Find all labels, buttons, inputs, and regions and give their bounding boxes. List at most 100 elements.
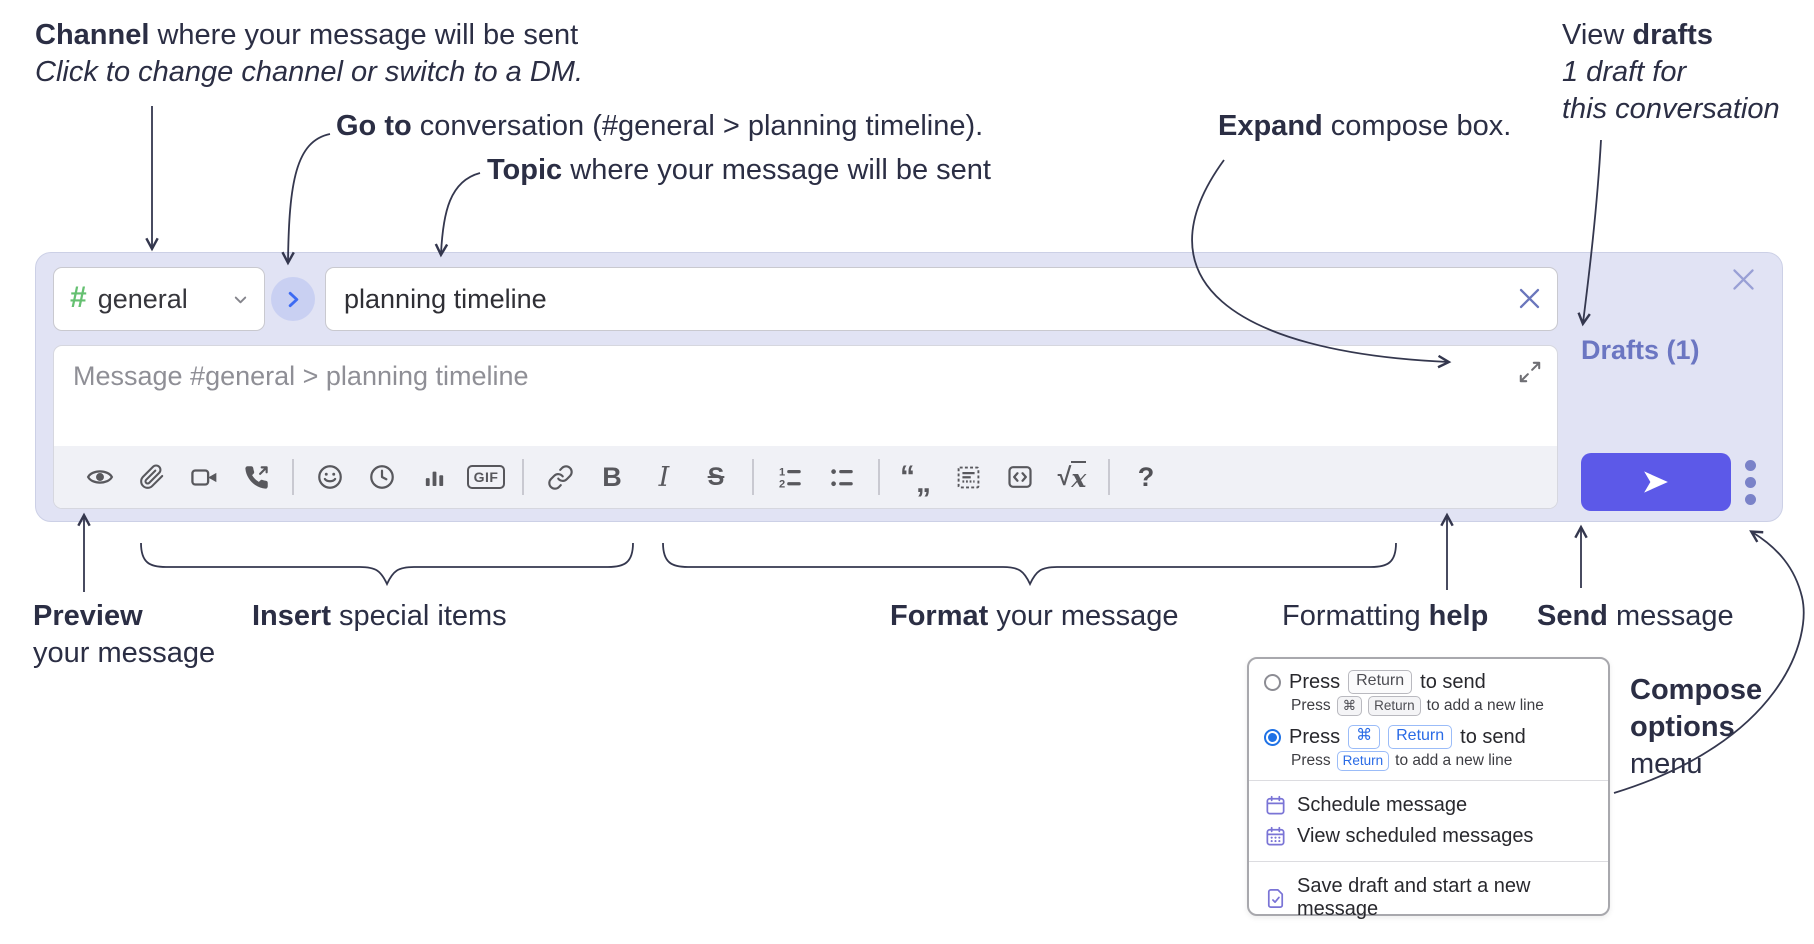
clock-icon [370,465,394,489]
calendar-grid-icon [1266,826,1285,846]
message-box: GIF B I S 12 “„ [53,345,1558,509]
drafts-link[interactable]: Drafts (1) [1581,335,1700,365]
option-enter-to-send-subtext: Press ⌘ Return to add a new line [1249,694,1608,716]
expand-compose-icon[interactable] [1517,359,1543,385]
svg-text:1: 1 [779,466,785,478]
formatting-help-caption: Formatting help [1282,598,1488,635]
toolbar-divider [292,459,294,495]
bold-button[interactable]: B [602,461,622,492]
insert-brace [140,542,634,587]
option-enter-to-send[interactable]: Press Return to send [1249,670,1608,694]
video-camera-icon [190,468,216,486]
goto-annotation-bold: Go to [336,110,412,142]
channel-name: general [97,283,188,314]
italic-button[interactable]: I [658,461,670,493]
return-key: Return [1388,725,1453,749]
compose-options-line3: menu [1630,748,1703,780]
spoiler-button[interactable] [948,455,988,499]
smiley-icon [318,465,342,489]
ellipsis-dot [1744,493,1756,505]
menu-item-label: Schedule message [1297,794,1468,816]
topic-input[interactable] [326,268,1557,330]
quote-icon-low: „ [916,466,932,499]
compose-options-line2: options [1630,711,1735,743]
clear-topic-icon[interactable] [1516,285,1543,312]
emoji-button[interactable] [310,455,350,499]
poll-button[interactable] [414,455,454,499]
option-cmd-enter-to-send[interactable]: Press ⌘ Return to send [1249,725,1608,749]
menu-item-save-draft[interactable]: Save draft and start a new message [1249,871,1608,925]
format-brace [662,542,1397,587]
view-drafts-line2: 1 draft for [1562,56,1687,88]
preview-message-button[interactable] [80,455,120,499]
view-drafts-pre: View [1562,19,1633,51]
spoiler-icon [957,466,979,488]
code-icon [1008,466,1032,488]
topic-field [325,267,1558,331]
go-to-conversation-button[interactable] [271,277,315,321]
formatting-help-bold: help [1428,600,1489,632]
topic-annotation-rest: where your message will be sent [562,154,991,186]
gif-icon: GIF [466,465,506,489]
time-button[interactable] [362,455,402,499]
menu-item-schedule-message[interactable]: Schedule message [1249,790,1608,821]
expand-annotation-bold: Expand [1218,110,1323,142]
bulleted-list-button[interactable] [822,455,862,499]
opt1-sub-post: to add a new line [1426,697,1544,714]
channel-selector[interactable]: # general [53,267,265,331]
opt1-pre: Press [1289,670,1341,693]
chevron-down-icon [231,290,250,309]
option-cmd-enter-subtext: Press Return to add a new line [1249,749,1608,771]
link-icon [547,464,573,490]
formatting-help-button[interactable]: ? [1137,461,1155,492]
bar-chart-icon [425,471,443,486]
compose-options-menu-button[interactable] [1730,455,1770,509]
channel-annotation-bold: Channel [35,19,150,51]
preview-caption: Preview your message [33,598,215,672]
opt1-sub-pre: Press [1291,697,1331,714]
ellipsis-dot [1744,459,1756,471]
sqrt-icon: √ [1057,462,1072,491]
menu-item-label: Save draft and start a new message [1297,875,1531,920]
radio-unselected-icon[interactable] [1264,673,1281,691]
draft-check-icon [1267,888,1284,908]
strikethrough-button[interactable]: S [707,462,725,491]
close-compose-icon[interactable] [1729,265,1758,294]
channel-hash-icon: # [70,281,87,314]
opt1-post: to send [1420,670,1486,693]
opt2-pre: Press [1289,725,1341,748]
radio-selected-icon[interactable] [1264,728,1281,746]
insert-caption: Insert special items [252,598,507,635]
goto-annotation-rest: conversation (#general > planning timeli… [411,110,984,142]
send-icon [1644,471,1668,493]
attach-file-button[interactable] [132,455,172,499]
channel-annotation: Channel where your message will be sent … [35,17,583,91]
expand-annotation-rest: compose box. [1322,110,1512,142]
format-caption-rest: your message [988,600,1179,632]
format-caption: Format your message [890,598,1179,635]
gif-button[interactable]: GIF [466,455,506,499]
code-button[interactable] [1000,455,1040,499]
popup-divider [1249,780,1608,781]
video-call-button[interactable] [184,455,224,499]
toolbar-divider [752,459,754,495]
math-x: x [1071,461,1087,493]
link-button[interactable] [540,455,580,499]
compose-options-caption: Compose options menu [1630,672,1762,783]
ellipsis-dot [1744,476,1756,488]
opt2-post: to send [1460,725,1526,748]
cmd-key: ⌘ [1336,696,1363,716]
menu-item-view-scheduled[interactable]: View scheduled messages [1249,821,1608,852]
message-input[interactable] [54,346,1557,448]
paperclip-icon [140,464,164,489]
return-key: Return [1336,751,1390,771]
quote-button[interactable]: “„ [896,455,936,499]
voice-call-button[interactable] [236,455,276,499]
goto-annotation: Go to conversation (#general > planning … [336,108,983,145]
math-button[interactable]: √x [1052,455,1092,499]
send-button[interactable] [1581,453,1731,511]
preview-caption-bold: Preview [33,600,143,632]
quote-icon: “ [900,460,916,493]
